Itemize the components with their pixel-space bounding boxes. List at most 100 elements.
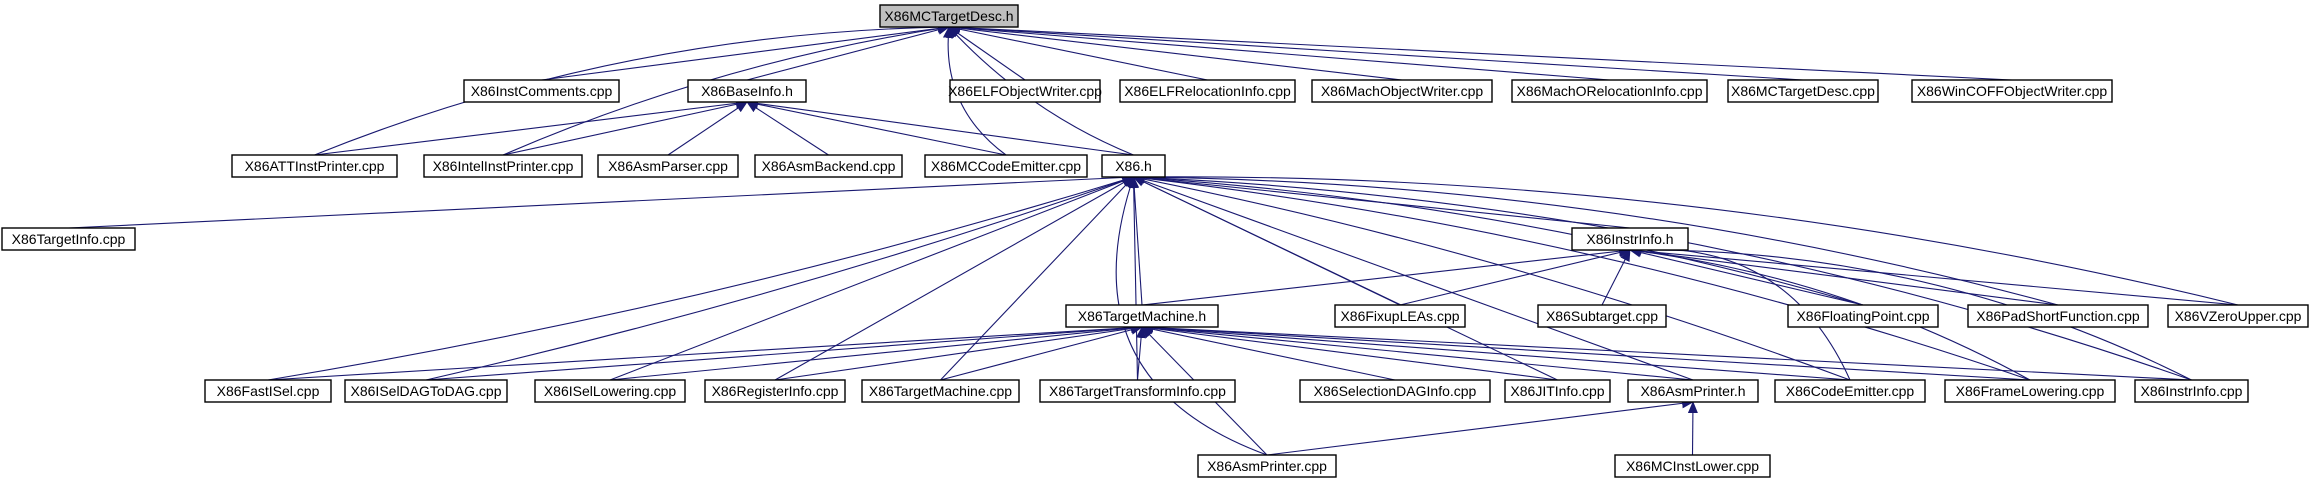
node-box[interactable] [1571, 227, 1689, 251]
edge-n33-to-n17 [1141, 322, 2031, 381]
node-box[interactable] [1334, 304, 1466, 328]
node-box[interactable] [1787, 304, 1939, 328]
edge-n30-to-n17 [1141, 323, 1558, 381]
node-box[interactable] [1967, 304, 2149, 328]
node-box[interactable] [949, 79, 1101, 103]
node-n31[interactable]: X86AsmPrinter.h [1627, 379, 1759, 403]
node-box[interactable] [2134, 379, 2249, 403]
node-n21[interactable]: X86PadShortFunction.cpp [1967, 304, 2149, 328]
node-n35[interactable]: X86AsmPrinter.cpp [1197, 454, 1337, 478]
node-box[interactable] [754, 154, 903, 178]
node-n27[interactable]: X86TargetMachine.cpp [861, 379, 1020, 403]
node-n17[interactable]: X86TargetMachine.h [1065, 304, 1219, 328]
node-box[interactable] [534, 379, 686, 403]
edge-n23-to-n17 [267, 322, 1143, 381]
edge-n31-to-n17 [1141, 323, 1694, 381]
node-label: X86InstrInfo.cpp [2141, 383, 2243, 399]
node-box[interactable] [1774, 379, 1926, 403]
node-n5[interactable]: X86MachObjectWriter.cpp [1311, 79, 1493, 103]
node-n23[interactable]: X86FastISel.cpp [204, 379, 332, 403]
edge-n14-to-n2 [746, 98, 1134, 156]
node-n14[interactable]: X86.h [1101, 154, 1166, 178]
node-box[interactable] [204, 379, 332, 403]
node-n30[interactable]: X86JITInfo.cpp [1504, 379, 1611, 403]
node-n25[interactable]: X86ISelLowering.cpp [534, 379, 686, 403]
edge-n23-to-n14 [267, 175, 1135, 381]
edge-n35-to-n14 [1115, 176, 1268, 456]
node-n11[interactable]: X86AsmParser.cpp [597, 154, 739, 178]
edge-n34-to-n17 [1141, 322, 2192, 381]
node-box[interactable] [704, 379, 846, 403]
node-n29[interactable]: X86SelectionDAGInfo.cpp [1299, 379, 1491, 403]
edge-n32-to-n14 [1132, 174, 1851, 381]
edge-n2-to-n0 [746, 24, 950, 81]
node-n7[interactable]: X86MCTargetDesc.cpp [1727, 79, 1879, 103]
node-n6[interactable]: X86MachORelocationInfo.cpp [1511, 79, 1708, 103]
node-box[interactable] [1197, 454, 1337, 478]
node-n8[interactable]: X86WinCOFFObjectWriter.cpp [1911, 79, 2113, 103]
node-label: X86InstComments.cpp [471, 83, 613, 99]
node-box[interactable] [1311, 79, 1493, 103]
node-box[interactable] [344, 379, 508, 403]
node-box[interactable] [1614, 454, 1771, 478]
node-label: X86AsmBackend.cpp [762, 158, 896, 174]
node-box[interactable] [2167, 304, 2309, 328]
node-n22[interactable]: X86VZeroUpper.cpp [2167, 304, 2309, 328]
node-n9[interactable]: X86ATTInstPrinter.cpp [231, 154, 398, 178]
node-n32[interactable]: X86CodeEmitter.cpp [1774, 379, 1926, 403]
node-n18[interactable]: X86FixupLEAs.cpp [1334, 304, 1466, 328]
node-n3[interactable]: X86ELFObjectWriter.cpp [948, 79, 1102, 103]
node-box[interactable] [924, 154, 1088, 178]
edge-n36-to-n31 [1687, 401, 1698, 456]
node-box[interactable] [1944, 379, 2116, 403]
edge-n20-to-n14 [1132, 172, 1864, 306]
edge-n27-to-n14 [940, 176, 1135, 381]
node-box[interactable] [1065, 304, 1219, 328]
node-box[interactable] [1, 227, 136, 251]
node-n1[interactable]: X86InstComments.cpp [463, 79, 620, 103]
node-n10[interactable]: X86IntelInstPrinter.cpp [423, 154, 583, 178]
node-box[interactable] [597, 154, 739, 178]
node-n15[interactable]: X86TargetInfo.cpp [1, 227, 136, 251]
edge-n25-to-n17 [609, 323, 1143, 381]
node-n2[interactable]: X86BaseInfo.h [687, 79, 807, 103]
node-n34[interactable]: X86InstrInfo.cpp [2134, 379, 2249, 403]
edge-n17-to-n16 [1141, 246, 1631, 306]
edge-n34-to-n14 [1132, 172, 2192, 381]
node-box[interactable] [1119, 79, 1296, 103]
node-n36[interactable]: X86MCInstLower.cpp [1614, 454, 1771, 478]
node-label: X86MCInstLower.cpp [1626, 458, 1759, 474]
node-box[interactable] [423, 154, 583, 178]
node-box[interactable] [463, 79, 620, 103]
node-box[interactable] [1504, 379, 1611, 403]
node-n20[interactable]: X86FloatingPoint.cpp [1787, 304, 1939, 328]
node-box[interactable] [1911, 79, 2113, 103]
node-n16[interactable]: X86InstrInfo.h [1571, 227, 1689, 251]
node-n26[interactable]: X86RegisterInfo.cpp [704, 379, 846, 403]
node-label: X86JITInfo.cpp [1510, 383, 1604, 399]
node-label: X86TargetTransformInfo.cpp [1049, 383, 1226, 399]
node-box[interactable] [1511, 79, 1708, 103]
node-n13[interactable]: X86MCCodeEmitter.cpp [924, 154, 1088, 178]
node-box[interactable] [861, 379, 1020, 403]
node-box[interactable] [1101, 154, 1166, 178]
node-n4[interactable]: X86ELFRelocationInfo.cpp [1119, 79, 1296, 103]
edge-n27-to-n17 [940, 324, 1143, 381]
node-box[interactable] [1299, 379, 1491, 403]
node-n19[interactable]: X86Subtarget.cpp [1537, 304, 1667, 328]
edge-n29-to-n17 [1141, 324, 1396, 381]
node-box[interactable] [1039, 379, 1236, 403]
node-box[interactable] [879, 4, 1019, 28]
node-n33[interactable]: X86FrameLowering.cpp [1944, 379, 2116, 403]
node-n24[interactable]: X86ISelDAGToDAG.cpp [344, 379, 508, 403]
node-n0[interactable]: X86MCTargetDesc.h [879, 4, 1019, 28]
node-box[interactable] [687, 79, 807, 103]
node-label: X86Subtarget.cpp [1546, 308, 1658, 324]
node-box[interactable] [231, 154, 398, 178]
node-n12[interactable]: X86AsmBackend.cpp [754, 154, 903, 178]
node-box[interactable] [1727, 79, 1879, 103]
node-box[interactable] [1627, 379, 1759, 403]
node-box[interactable] [1537, 304, 1667, 328]
node-label: X86ISelLowering.cpp [544, 383, 677, 399]
node-n28[interactable]: X86TargetTransformInfo.cpp [1039, 379, 1236, 403]
